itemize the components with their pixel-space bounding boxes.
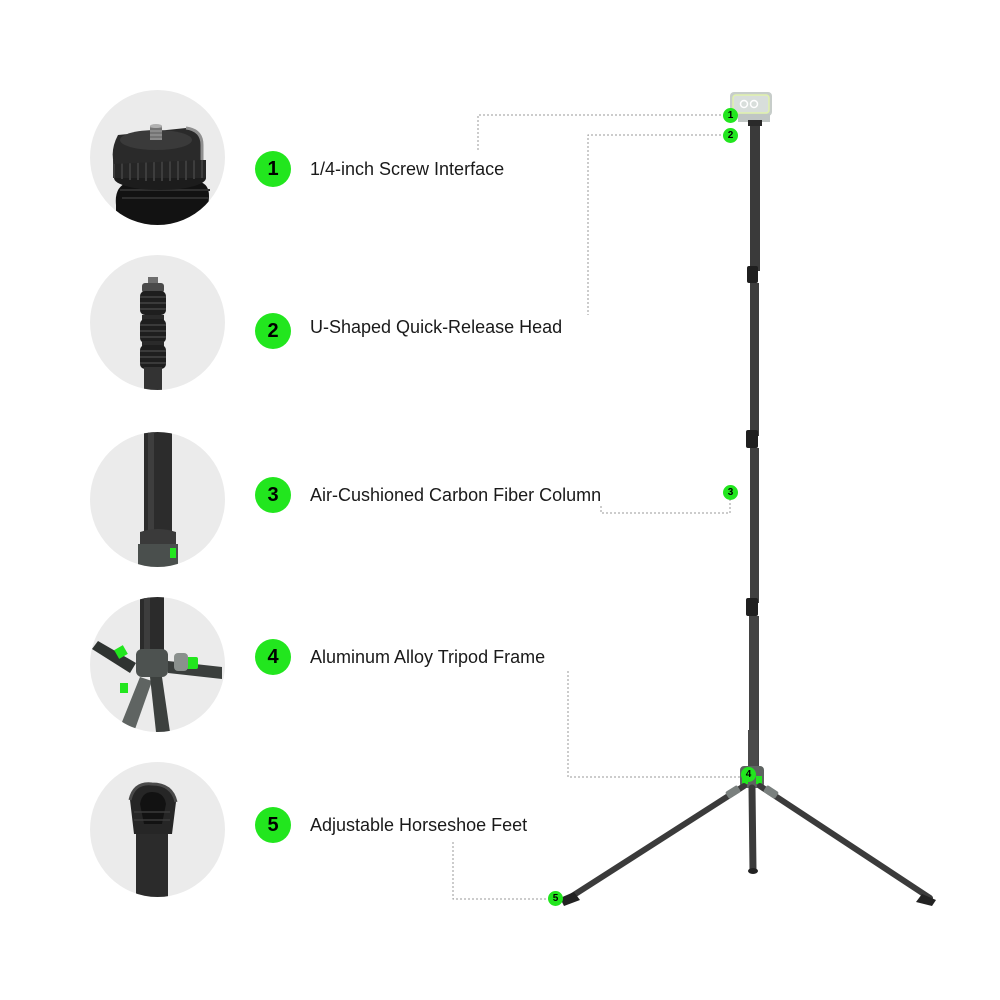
feature-badge-3: 3 bbox=[255, 477, 291, 513]
tripod-frame bbox=[560, 766, 936, 906]
leader-line-3 bbox=[600, 495, 731, 514]
leader-line-5 bbox=[452, 842, 550, 900]
feature-badge-1: 1 bbox=[255, 151, 291, 187]
carbon-column bbox=[746, 126, 760, 768]
leader-line-1 bbox=[477, 114, 725, 150]
screw-interface-thumbnail bbox=[90, 90, 225, 225]
screw-interface-icon bbox=[112, 124, 210, 225]
callout-marker-1: 1 bbox=[723, 108, 738, 123]
carbon-column-icon bbox=[138, 432, 178, 567]
feature-badge-4: 4 bbox=[255, 639, 291, 675]
feature-label-tripod-frame: Aluminum Alloy Tripod Frame bbox=[310, 647, 546, 667]
quick-release-thumbnail bbox=[90, 255, 225, 390]
feature-label-quick-release-head: U-Shaped Quick-Release Head bbox=[310, 317, 563, 337]
horseshoe-foot-icon bbox=[128, 782, 178, 897]
quick-release-head-icon bbox=[140, 277, 166, 390]
leader-line-2 bbox=[587, 134, 725, 315]
tripod-frame-thumbnail bbox=[90, 597, 225, 732]
leader-lines bbox=[452, 114, 740, 900]
feature-badge-2: 2 bbox=[255, 313, 291, 349]
leader-line-4 bbox=[567, 670, 740, 778]
feature-label-screw-interface: 1/4-inch Screw Interface bbox=[310, 159, 505, 179]
camera-mount bbox=[730, 92, 772, 122]
callout-marker-5: 5 bbox=[548, 891, 563, 906]
callout-marker-3: 3 bbox=[723, 485, 738, 500]
feature-label-carbon-column: Air-Cushioned Carbon Fiber Column bbox=[310, 485, 602, 505]
carbon-column-thumbnail bbox=[90, 432, 225, 567]
screw-interface bbox=[748, 120, 762, 126]
tripod-frame-icon bbox=[92, 597, 222, 732]
callout-marker-2: 2 bbox=[723, 128, 738, 143]
callout-marker-4: 4 bbox=[741, 767, 756, 782]
feature-label-horseshoe-feet: Adjustable Horseshoe Feet bbox=[310, 815, 528, 835]
horseshoe-foot-thumbnail bbox=[90, 762, 225, 897]
feature-badge-5: 5 bbox=[255, 807, 291, 843]
